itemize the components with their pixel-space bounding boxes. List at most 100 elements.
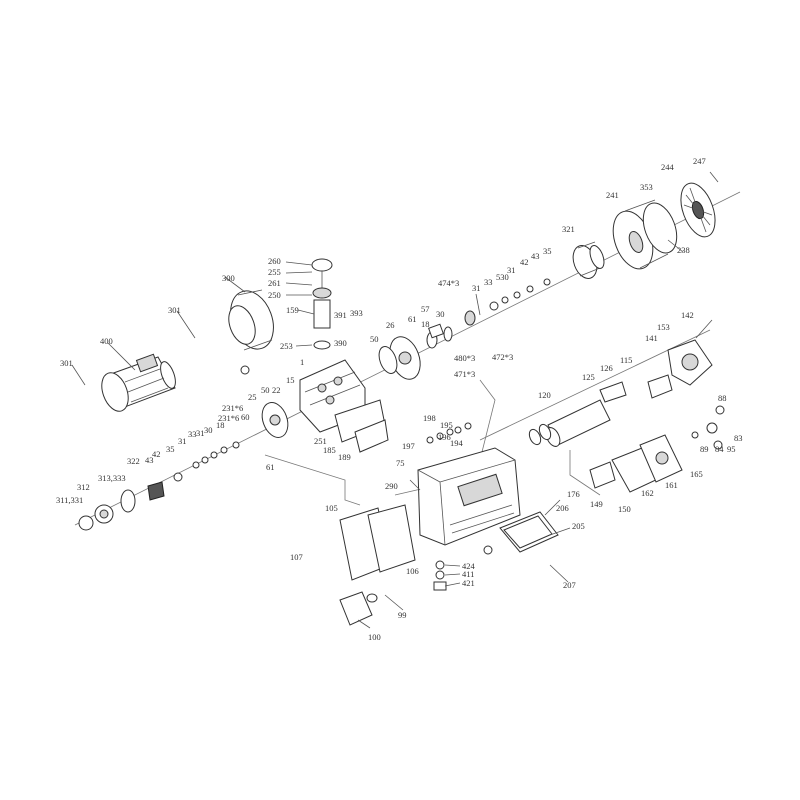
- label-107: 107: [290, 552, 303, 562]
- coupling: [572, 241, 605, 279]
- label-207: 207: [563, 580, 576, 590]
- label-61-left: 61: [266, 462, 275, 472]
- label-205: 205: [572, 521, 585, 531]
- label-301-left: 301: [60, 358, 73, 368]
- label-84: 84: [715, 444, 724, 454]
- label-1: 1: [300, 357, 304, 367]
- label-189: 189: [338, 452, 351, 462]
- control-box-gasket: [499, 511, 559, 553]
- label-88: 88: [718, 393, 727, 403]
- valve-assembly: [311, 258, 333, 350]
- label-300: 300: [222, 273, 235, 283]
- label-31-c: 31: [472, 283, 481, 293]
- fan-cover: [680, 182, 716, 238]
- label-260: 260: [268, 256, 281, 266]
- label-142: 142: [681, 310, 694, 320]
- label-198: 198: [423, 413, 436, 423]
- motor: [101, 353, 176, 412]
- label-231-a: 231*6: [222, 403, 243, 413]
- label-33-left: 33: [188, 429, 197, 439]
- label-30-right: 30: [436, 309, 445, 319]
- label-31-b: 31: [178, 436, 187, 446]
- label-25: 25: [248, 392, 257, 402]
- label-95: 95: [727, 444, 736, 454]
- label-313-333: 313,333: [98, 473, 126, 483]
- label-311-331: 311,331: [56, 495, 83, 505]
- motor-flange: [228, 289, 274, 351]
- label-50-left: 50: [261, 385, 270, 395]
- label-253: 253: [280, 341, 293, 351]
- label-471x3: 471*3: [454, 369, 475, 379]
- capacitor: [339, 591, 378, 626]
- label-472x3: 472*3: [492, 352, 513, 362]
- small-fittings: [240, 365, 725, 591]
- label-15: 15: [286, 375, 295, 385]
- label-89: 89: [700, 444, 709, 454]
- label-61-right: 61: [408, 314, 417, 324]
- leader-lines: [71, 171, 719, 629]
- label-115: 115: [620, 355, 632, 365]
- label-161: 161: [665, 480, 678, 490]
- label-231-b: 231*6: [218, 413, 239, 423]
- label-43-left: 43: [145, 455, 154, 465]
- label-35-right: 35: [543, 246, 552, 256]
- label-100: 100: [368, 632, 381, 642]
- label-126: 126: [600, 363, 613, 373]
- label-83: 83: [734, 433, 743, 443]
- label-31-a: 31: [196, 428, 205, 438]
- label-353: 353: [640, 182, 653, 192]
- hose-reel-tubes: [528, 381, 627, 447]
- label-197: 197: [402, 441, 415, 451]
- label-185: 185: [323, 445, 336, 455]
- label-312: 312: [77, 482, 90, 492]
- label-153: 153: [657, 322, 670, 332]
- label-290: 290: [385, 481, 398, 491]
- label-390: 390: [334, 338, 347, 348]
- label-120: 120: [538, 390, 551, 400]
- control-box: [417, 447, 521, 546]
- label-238: 238: [677, 245, 690, 255]
- label-159: 159: [286, 305, 299, 315]
- label-241: 241: [606, 190, 619, 200]
- label-244: 244: [661, 162, 675, 172]
- relief-valve: [589, 461, 616, 489]
- label-50-right: 50: [370, 334, 379, 344]
- label-35-left: 35: [166, 444, 175, 454]
- label-75: 75: [396, 458, 405, 468]
- side-panel: [339, 504, 416, 581]
- label-301-top: 301: [168, 305, 181, 315]
- shaft-rings: [378, 278, 551, 374]
- label-261: 261: [268, 278, 281, 288]
- valve-block: [334, 399, 389, 453]
- label-474x3: 474*3: [438, 278, 459, 288]
- label-176: 176: [567, 489, 580, 499]
- label-18-right: 18: [421, 319, 430, 329]
- label-411: 411: [462, 569, 474, 579]
- label-57: 57: [421, 304, 430, 314]
- label-31-d: 31: [507, 265, 516, 275]
- label-393: 393: [350, 308, 363, 318]
- label-33-right: 33: [484, 277, 493, 287]
- label-162: 162: [641, 488, 654, 498]
- label-42-right: 42: [520, 257, 529, 267]
- label-141: 141: [645, 333, 658, 343]
- label-322: 322: [127, 456, 140, 466]
- part-labels: 260 255 261 250 159 253 391 393 390 300 …: [56, 156, 743, 642]
- label-391: 391: [334, 310, 347, 320]
- label-125: 125: [582, 372, 595, 382]
- left-shaft-parts: [78, 441, 240, 531]
- label-250: 250: [268, 290, 281, 300]
- label-22: 22: [272, 385, 281, 395]
- label-194: 194: [450, 438, 464, 448]
- label-196: 196: [438, 432, 451, 442]
- label-480x3: 480*3: [454, 353, 475, 363]
- label-247: 247: [693, 156, 706, 166]
- pressure-switch: [647, 339, 713, 399]
- label-42-left: 42: [152, 449, 161, 459]
- label-424: 424: [462, 561, 476, 571]
- cover-plate: [611, 434, 683, 493]
- label-195: 195: [440, 420, 453, 430]
- bearing-cover: [261, 402, 289, 438]
- label-149: 149: [590, 499, 603, 509]
- pulley: [612, 199, 678, 270]
